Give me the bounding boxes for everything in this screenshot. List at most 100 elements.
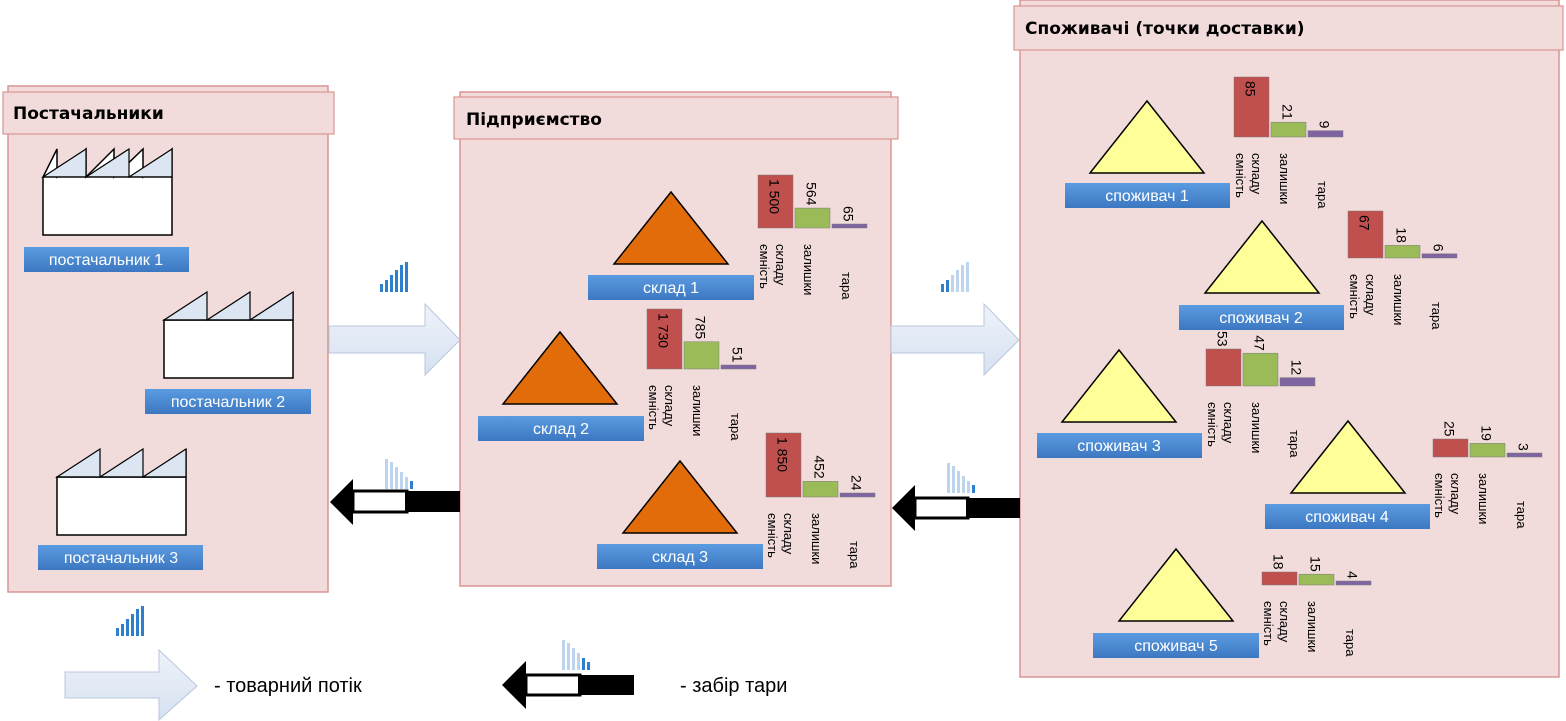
warehouse-label[interactable]: склад 3 [597, 544, 763, 569]
goods-flow-arrow [328, 302, 461, 377]
chart-value-label: 18 [1271, 554, 1287, 570]
chart-bar [1242, 352, 1279, 387]
consumers-title-box [1013, 5, 1564, 51]
chart-category-label: ємність [1233, 153, 1248, 198]
chart-category-label: ємність [1432, 473, 1447, 518]
legend-goods-arrow [64, 648, 198, 721]
svg-text:споживач 5: споживач 5 [1134, 638, 1218, 655]
chart-bar [1270, 121, 1307, 138]
chart-value-label: 67 [1357, 215, 1373, 231]
suppliers-title: Постачальники [13, 104, 164, 124]
factory-icon [161, 290, 294, 379]
legend-tare-label: - забір тари [680, 675, 787, 697]
chart-category-label: складу [1277, 601, 1292, 643]
chart-bar [1335, 580, 1372, 586]
chart-value-label: 51 [730, 347, 746, 363]
consumer-label[interactable]: споживач 5 [1093, 633, 1259, 658]
chart-value-label: 12 [1289, 360, 1305, 376]
chart-bar [757, 174, 794, 229]
factory-icon [54, 447, 187, 536]
svg-text:постачальник 2: постачальник 2 [171, 394, 285, 411]
svg-text:споживач 4: споживач 4 [1305, 509, 1389, 526]
consumer-label[interactable]: споживач 1 [1065, 183, 1230, 208]
chart-bar [1233, 76, 1270, 138]
chart-category-label: ємність [1205, 402, 1220, 447]
chart-bar [1506, 452, 1543, 458]
chart-value-label: 6 [1431, 244, 1447, 252]
chart-category-label: залишки [690, 385, 705, 436]
chart-value-label: 25 [1442, 421, 1458, 437]
chart-category-label: ємність [646, 385, 661, 430]
consumer-label[interactable]: споживач 4 [1265, 504, 1430, 529]
chart-bar [1205, 348, 1242, 387]
chart-value-label: 15 [1308, 556, 1324, 572]
signal-bars-icon [380, 262, 408, 292]
chart-category-label: складу [1221, 402, 1236, 444]
chart-value-label: 564 [804, 182, 820, 206]
chart-category-label: залишки [801, 244, 816, 295]
chart-bar [1347, 210, 1384, 259]
signal-bars-icon [562, 640, 590, 670]
chart-bar [646, 308, 683, 370]
chart-category-label: складу [773, 244, 788, 286]
warehouse-triangle [621, 459, 739, 534]
chart-value-label: 785 [693, 316, 709, 340]
chart-category-label: тара [839, 272, 854, 300]
chart-bar [720, 364, 757, 370]
chart-bar [1307, 130, 1344, 138]
chart-category-label: ємність [1261, 601, 1276, 646]
chart-value-label: 9 [1317, 121, 1333, 129]
consumer-label[interactable]: споживач 3 [1037, 433, 1202, 458]
signal-bars-icon [385, 459, 413, 489]
chart-value-label: 3 [1516, 443, 1532, 451]
chart-category-label: ємність [765, 513, 780, 558]
chart-bar [1384, 245, 1421, 259]
chart-category-label: складу [1363, 274, 1378, 316]
warehouse-label[interactable]: склад 1 [588, 275, 754, 300]
chart-category-label: тара [847, 541, 862, 569]
chart-category-label: складу [781, 513, 796, 555]
chart-category-label: залишки [1476, 473, 1491, 524]
supplier-label[interactable]: постачальник 2 [145, 389, 311, 414]
chart-bar [1261, 571, 1298, 586]
svg-text:споживач 3: споживач 3 [1077, 438, 1161, 455]
chart-bar [683, 341, 720, 370]
chart-category-label: тара [1429, 302, 1444, 330]
tare-return-arrow [330, 479, 460, 525]
chart-value-label: 21 [1280, 104, 1296, 120]
svg-text:споживач 2: споживач 2 [1219, 310, 1303, 327]
svg-text:постачальник 1: постачальник 1 [49, 252, 163, 269]
chart-value-label: 53 [1215, 331, 1231, 347]
supplier-label[interactable]: постачальник 1 [24, 247, 189, 272]
svg-text:постачальник 3: постачальник 3 [64, 550, 178, 567]
suppliers-title-box [2, 91, 335, 135]
chart-value-label: 24 [849, 475, 865, 491]
chart-category-label: тара [1315, 181, 1330, 209]
chart-value-label: 1 500 [767, 179, 783, 214]
svg-text:споживач 1: споживач 1 [1105, 188, 1189, 205]
chart-bar [839, 492, 876, 498]
chart-value-label: 85 [1243, 81, 1259, 97]
chart-value-label: 18 [1394, 227, 1410, 243]
chart-bar [1421, 253, 1458, 259]
chart-category-label: складу [1448, 473, 1463, 515]
chart-bar [765, 432, 802, 498]
chart-value-label: 65 [841, 206, 857, 222]
chart-bar [1432, 438, 1469, 458]
chart-category-label: залишки [1277, 153, 1292, 204]
goods-flow-arrow [890, 302, 1020, 377]
consumer-triangle [1088, 99, 1206, 174]
warehouse-label[interactable]: склад 2 [478, 416, 644, 441]
consumer-triangle [1289, 419, 1407, 494]
chart-bar [1279, 377, 1316, 387]
chart-category-label: залишки [1391, 274, 1406, 325]
enterprise-title-box [453, 96, 899, 140]
svg-text:склад 1: склад 1 [643, 280, 699, 297]
warehouse-triangle [501, 330, 619, 405]
chart-category-label: залишки [1305, 601, 1320, 652]
consumer-label[interactable]: споживач 2 [1179, 305, 1344, 330]
enterprise-title: Підприємство [466, 110, 602, 130]
supplier-label[interactable]: постачальник 3 [38, 545, 203, 570]
